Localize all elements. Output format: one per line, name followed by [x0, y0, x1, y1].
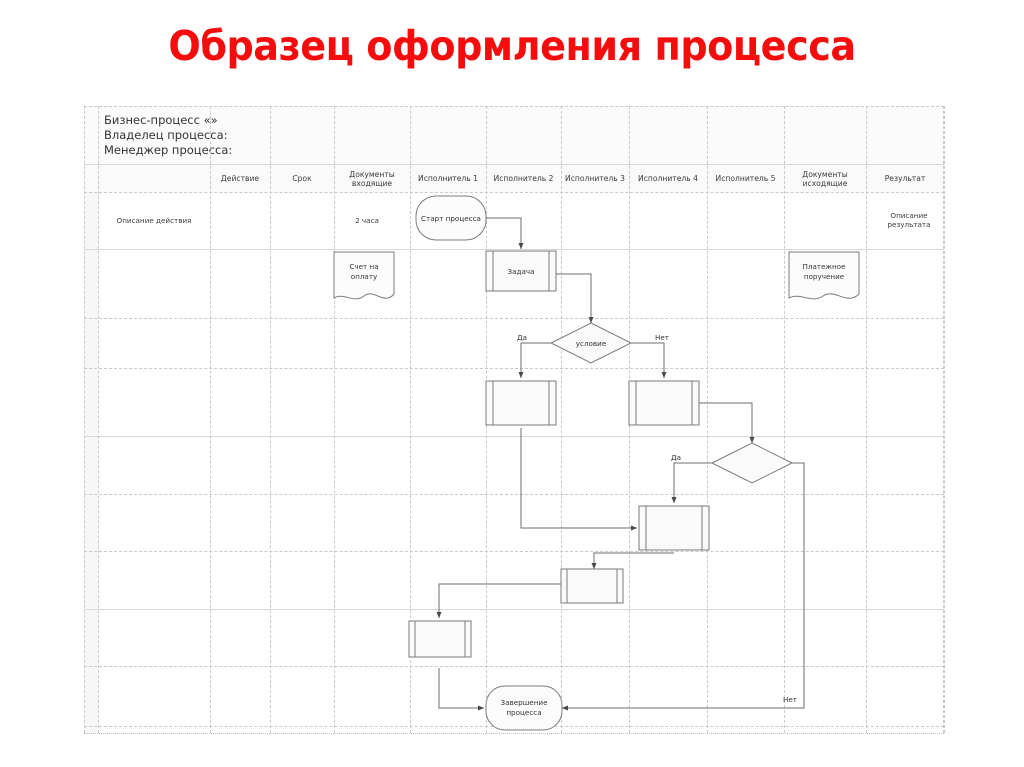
- grid-hline: [84, 666, 944, 667]
- branch-label-decision2-no: Нет: [783, 695, 797, 704]
- node-task-yes: [485, 380, 557, 426]
- grid-vline: [866, 106, 867, 733]
- node-task-last: [408, 620, 472, 658]
- connector-decision1-yes: [518, 342, 561, 379]
- grid-vline: [84, 106, 85, 733]
- node-start-label: Старт процесса: [421, 214, 481, 223]
- grid-hline: [84, 733, 944, 734]
- connector-merge-to-next: [591, 552, 674, 570]
- node-end: Завершение процесса: [485, 685, 563, 731]
- process-owner-label: Владелец процесса:: [104, 128, 228, 142]
- node-doc-in: Счет на оплату: [333, 251, 395, 300]
- table-left-gutter: [84, 164, 98, 734]
- branch-label-decision1-yes: Да: [517, 333, 527, 342]
- node-decision1: условие: [549, 322, 633, 364]
- grid-hline: [84, 609, 944, 610]
- grid-hline: [84, 551, 944, 552]
- grid-hline: [84, 192, 944, 193]
- grid-vline: [707, 106, 708, 733]
- cell-term-value: 2 часа: [355, 216, 379, 225]
- table-header-band: [84, 106, 944, 164]
- connector-taskno-to-decision2: [699, 402, 755, 444]
- column-header-result: Результат: [884, 174, 926, 184]
- grid-vline: [944, 106, 945, 733]
- grid-vline: [334, 106, 335, 733]
- grid-vline: [270, 106, 271, 733]
- grid-hline: [84, 318, 944, 319]
- node-task-merge: [638, 505, 710, 551]
- connector-last-to-end: [438, 668, 485, 711]
- column-header-term: Срок: [292, 174, 312, 184]
- business-process-label: Бизнес-процесс «»: [104, 113, 218, 127]
- column-header-actor5: Исполнитель 5: [715, 174, 776, 184]
- process-manager-label: Менеджер процесса:: [104, 143, 233, 157]
- node-task: Задача: [485, 250, 557, 292]
- grid-hline: [84, 494, 944, 495]
- grid-vline: [784, 106, 785, 733]
- grid-vline: [410, 106, 411, 733]
- process-table: Бизнес-процесс «» Владелец процесса: Мен…: [84, 106, 945, 734]
- grid-hline: [84, 164, 944, 165]
- column-header-docs_in: Документы входящие: [349, 169, 395, 189]
- column-header-actor3: Исполнитель 3: [565, 174, 625, 184]
- node-end-label-line2: процесса: [506, 708, 541, 717]
- grid-hline: [84, 436, 944, 437]
- column-header-action: Действие: [220, 174, 260, 184]
- node-task-next: [560, 568, 624, 604]
- column-header-docs_out: Документы исходящие: [802, 169, 848, 189]
- branch-label-decision1-no: Нет: [655, 333, 669, 342]
- node-doc-out: Платежное поручение: [788, 251, 860, 300]
- connector-decision1-no: [621, 342, 667, 379]
- connector-start-to-task: [486, 217, 524, 250]
- column-header-band: [84, 164, 944, 192]
- node-doc-out-label-line2: поручение: [804, 272, 845, 281]
- node-task-no: [628, 380, 700, 426]
- node-decision2: [710, 442, 794, 484]
- column-header-actor1: Исполнитель 1: [418, 174, 478, 184]
- flowchart: Старт процесса Счет на оплату Платежное …: [333, 195, 860, 731]
- node-task-label: Задача: [507, 267, 534, 276]
- connector-next-to-last: [436, 583, 562, 619]
- grid-vline: [98, 106, 99, 733]
- grid-hline: [84, 249, 944, 250]
- node-decision1-label: условие: [576, 339, 607, 348]
- grid-vline: [943, 106, 944, 733]
- column-header-actor2: Исполнитель 2: [493, 174, 554, 184]
- cell-result-description: Описание результата: [887, 211, 931, 229]
- node-end-label-line1: Завершение: [500, 698, 548, 707]
- column-header-actor4: Исполнитель 4: [638, 174, 698, 184]
- node-doc-in-label-line2: оплату: [351, 272, 378, 281]
- grid-vline: [210, 106, 211, 733]
- grid-hline: [84, 368, 944, 369]
- connector-decision2-yes: [671, 462, 722, 504]
- connector-task-to-decision1: [556, 273, 594, 324]
- connector-taskyes-to-merge: [520, 428, 638, 531]
- page-title: Образец оформления процесса: [168, 22, 856, 70]
- node-start: Старт процесса: [415, 195, 487, 241]
- node-doc-in-label-line1: Счет на: [349, 262, 378, 271]
- cell-action-description: Описание действия: [116, 216, 192, 225]
- grid-hline: [84, 106, 944, 107]
- node-doc-out-label-line1: Платежное: [802, 262, 846, 271]
- branch-label-decision2-yes: Да: [671, 453, 681, 462]
- grid-vline: [561, 106, 562, 733]
